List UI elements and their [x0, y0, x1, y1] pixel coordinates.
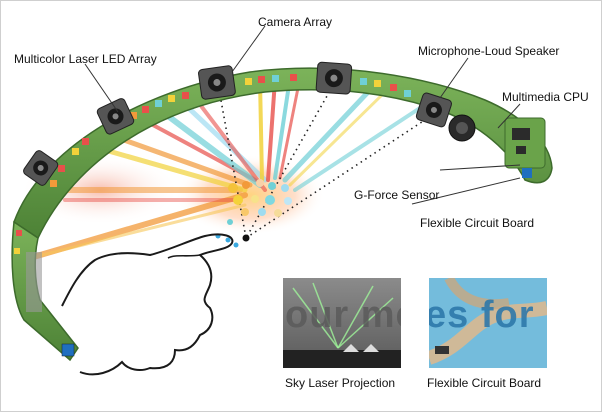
caption-sky-laser: Sky Laser Projection — [285, 376, 396, 390]
label-camera-array: Camera Array — [258, 15, 333, 29]
sky-photo-text: our memo — [285, 294, 401, 336]
hand-finger-crease — [167, 254, 201, 259]
label-multimedia-cpu: Multimedia CPU — [502, 90, 589, 104]
hand-outline — [61, 233, 234, 376]
caption-flexible-board: Flexible Circuit Board — [427, 376, 542, 390]
label-multicolor-laser: Multicolor Laser LED Array — [14, 52, 157, 66]
circuit-photo-text: es for ie — [429, 294, 547, 336]
leader-lines — [84, 25, 521, 205]
sky-laser-photo: our memo — [283, 278, 401, 368]
projection-dots — [215, 179, 292, 248]
circuit-board-photo: es for ie — [429, 278, 547, 368]
cpu-chip — [512, 128, 530, 140]
camera-modules — [23, 61, 452, 186]
label-mic-speaker: Microphone-Loud Speaker — [418, 44, 560, 58]
gforce-chip — [522, 168, 532, 178]
label-g-force: G-Force Sensor — [354, 188, 440, 202]
laser-beams — [27, 76, 422, 261]
label-flexible-board: Flexible Circuit Board — [420, 216, 535, 230]
speaker-module — [448, 114, 476, 142]
led-components — [14, 74, 411, 254]
